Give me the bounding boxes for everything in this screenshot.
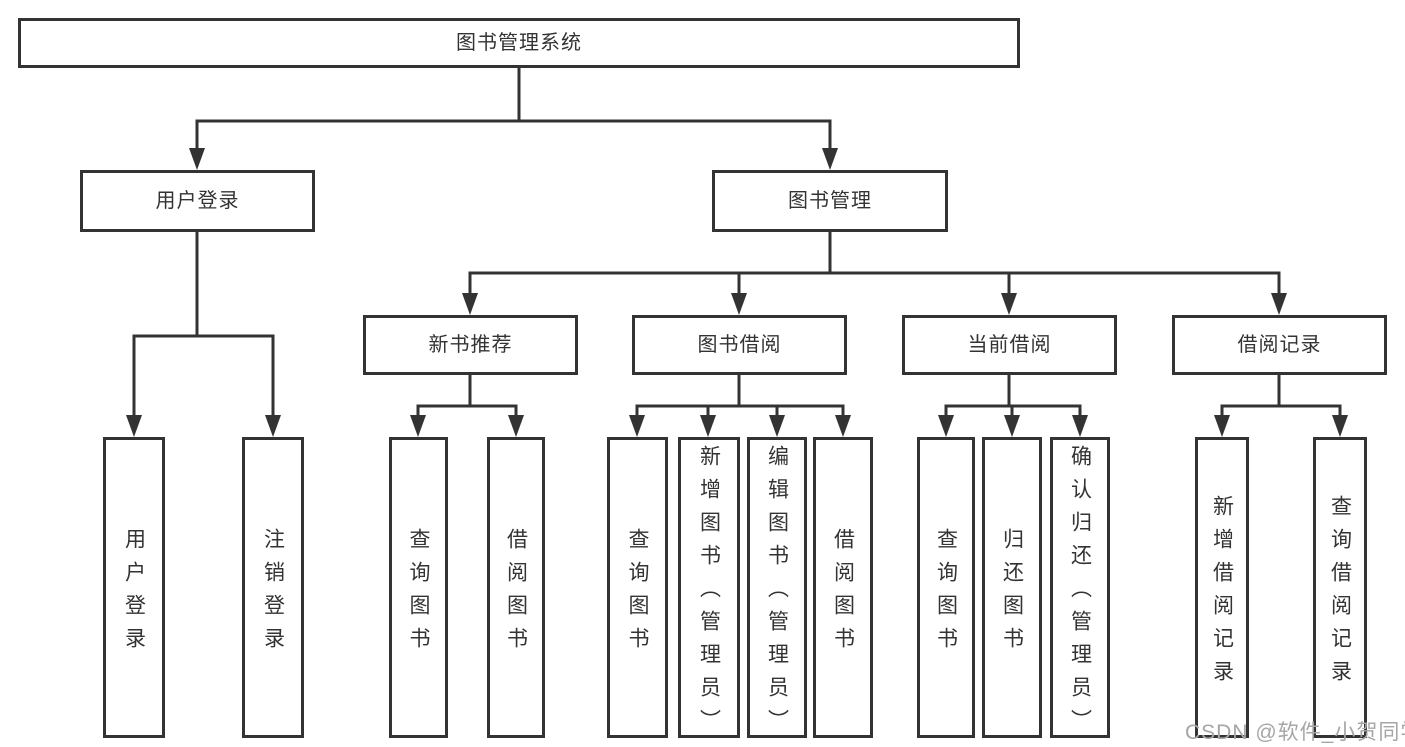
node-root: 图书管理系统 (18, 18, 1020, 68)
leaf-logout: 注销登录 (242, 437, 304, 738)
node-new-book-recommend-label: 新书推荐 (428, 334, 513, 356)
leaf-query-borrow-record-label: 查询借阅记录 (1328, 494, 1352, 693)
leaf-recommend-borrow-books-label: 借阅图书 (504, 527, 528, 660)
node-book-borrow: 图书借阅 (632, 315, 847, 375)
csdn-watermark: CSDN @软件_小贺同学 (1185, 721, 1405, 744)
leaf-current-query-books-label: 查询图书 (934, 527, 958, 660)
leaf-add-borrow-record-label: 新增借阅记录 (1210, 494, 1234, 693)
leaf-return-books: 归还图书 (982, 437, 1042, 738)
leaf-recommend-query-books: 查询图书 (389, 437, 448, 738)
node-current-borrow-label: 当前借阅 (967, 334, 1052, 356)
node-book-management: 图书管理 (712, 170, 948, 232)
leaf-borrow-books-label: 借阅图书 (831, 527, 855, 660)
leaf-add-borrow-record: 新增借阅记录 (1195, 437, 1249, 738)
node-borrow-records: 借阅记录 (1172, 315, 1387, 375)
node-book-management-label: 图书管理 (788, 190, 872, 212)
node-borrow-records-label: 借阅记录 (1237, 334, 1322, 356)
leaf-confirm-return-admin: 确认归还（管理员） (1050, 437, 1110, 742)
leaf-current-query-books: 查询图书 (917, 437, 975, 738)
leaf-query-borrow-record: 查询借阅记录 (1313, 437, 1367, 738)
leaf-user-login: 用户登录 (103, 437, 165, 738)
leaf-confirm-return-admin-label: 确认归还（管理员） (1068, 445, 1092, 742)
leaf-edit-books-admin: 编辑图书（管理员） (747, 437, 807, 742)
leaf-borrow-query-books: 查询图书 (607, 437, 668, 738)
node-user-login: 用户登录 (80, 170, 315, 232)
arrowhead-icons (126, 148, 1348, 437)
leaf-add-books-admin: 新增图书（管理员） (678, 437, 740, 742)
leaf-user-login-label: 用户登录 (122, 527, 146, 660)
leaf-recommend-borrow-books: 借阅图书 (487, 437, 545, 738)
leaf-add-books-admin-label: 新增图书（管理员） (697, 445, 721, 742)
leaf-return-books-label: 归还图书 (1000, 527, 1024, 660)
node-book-borrow-label: 图书借阅 (697, 334, 782, 356)
leaf-borrow-query-books-label: 查询图书 (626, 527, 649, 660)
node-user-login-label: 用户登录 (155, 190, 240, 212)
node-current-borrow: 当前借阅 (902, 315, 1117, 375)
node-new-book-recommend: 新书推荐 (363, 315, 578, 375)
leaf-logout-label: 注销登录 (261, 527, 285, 660)
leaf-recommend-query-books-label: 查询图书 (407, 527, 430, 660)
leaf-edit-books-admin-label: 编辑图书（管理员） (765, 445, 789, 742)
node-root-label: 图书管理系统 (456, 32, 582, 54)
leaf-borrow-books: 借阅图书 (813, 437, 873, 738)
